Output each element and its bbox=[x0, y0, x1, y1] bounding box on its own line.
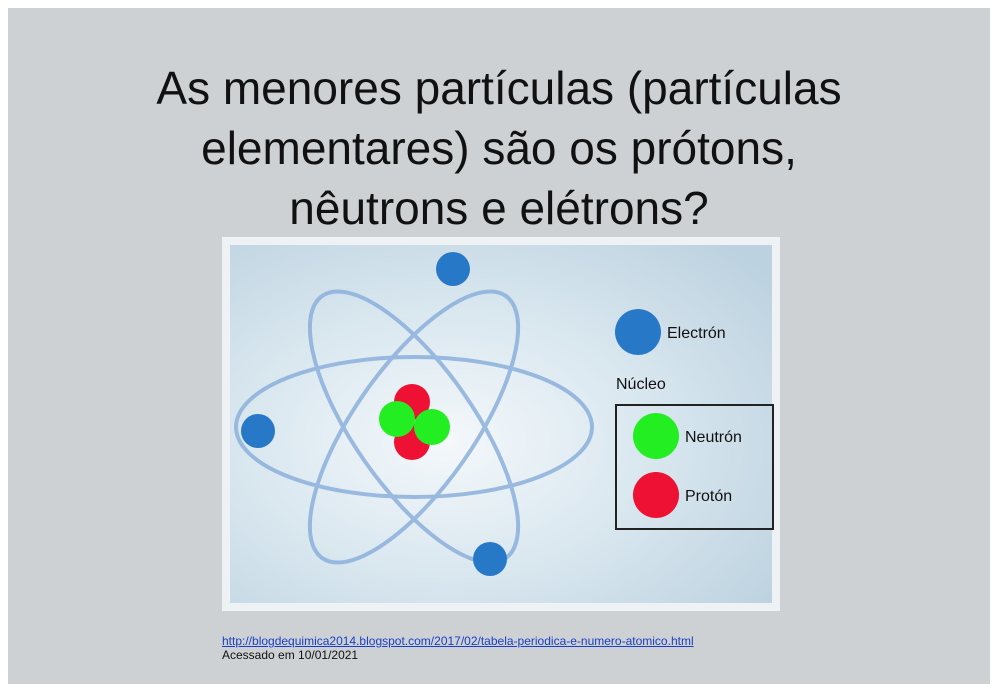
atom-diagram-svg: Electrón Núcleo Neutrón Protón bbox=[222, 237, 780, 611]
legend-electron-label: Electrón bbox=[667, 325, 726, 342]
electrons bbox=[241, 252, 507, 576]
legend-nucleus-box bbox=[615, 404, 774, 530]
orbit-horizontal bbox=[234, 355, 594, 499]
slide-title: As menores partículas (partículas elemen… bbox=[8, 58, 990, 238]
accessed-date: Acessado em 10/01/2021 bbox=[222, 648, 359, 662]
legend-nucleus-label: Núcleo bbox=[616, 376, 666, 393]
legend-neutron-label: Neutrón bbox=[685, 429, 742, 446]
image-background bbox=[230, 245, 772, 603]
orbits bbox=[234, 289, 594, 565]
electron-bottom bbox=[473, 542, 507, 576]
title-line-1: As menores partículas (partículas bbox=[156, 62, 842, 114]
legend-proton-swatch bbox=[633, 472, 679, 518]
legend-neutron-swatch bbox=[633, 413, 679, 459]
orbit-tilted-right bbox=[307, 289, 521, 565]
legend: Electrón Núcleo Neutrón Protón bbox=[615, 309, 774, 530]
legend-proton-label: Protón bbox=[685, 488, 732, 505]
electron-top bbox=[436, 252, 470, 286]
nucleus bbox=[379, 384, 450, 460]
source-citation: http://blogdequimica2014.blogspot.com/20… bbox=[222, 634, 694, 662]
source-link[interactable]: http://blogdequimica2014.blogspot.com/20… bbox=[222, 634, 694, 648]
title-line-2: elementares) são os prótons, bbox=[201, 122, 797, 174]
neutron-right bbox=[414, 409, 450, 445]
neutron-left bbox=[379, 401, 415, 437]
title-line-3: nêutrons e elétrons? bbox=[289, 182, 709, 234]
atom-diagram: Electrón Núcleo Neutrón Protón bbox=[222, 237, 780, 611]
electron-left bbox=[241, 414, 275, 448]
legend-electron-swatch bbox=[615, 309, 661, 355]
